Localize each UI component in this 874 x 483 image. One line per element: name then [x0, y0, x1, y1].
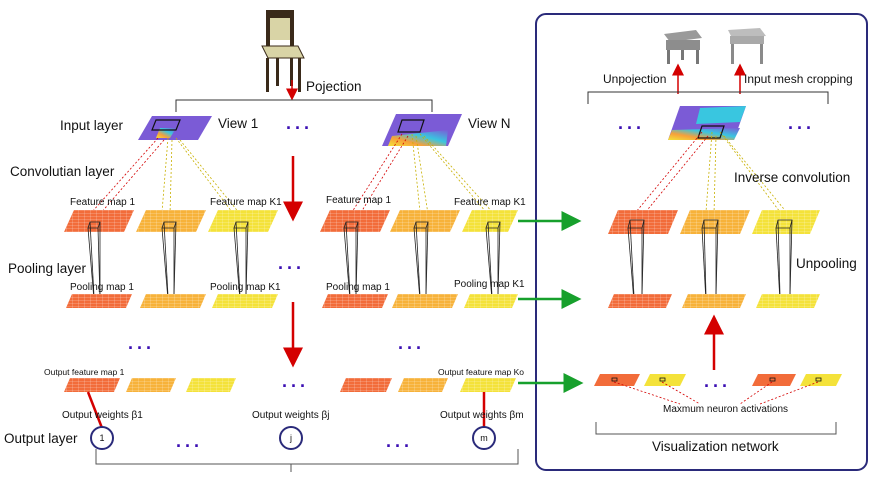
output-node-1-label: 1: [99, 433, 105, 443]
output-bracket: [95, 449, 519, 465]
conv-layer-label: Convolutian layer: [10, 164, 115, 179]
reconstructed-input-map: [668, 106, 746, 140]
pooling-ellipsis: ...: [278, 253, 306, 273]
view-n-label: View N: [468, 116, 511, 131]
nodes-ellipsis-right: ...: [386, 431, 414, 451]
pooling-map-k1-label-a: Pooling map K1: [210, 282, 281, 293]
pooling-map-1-label-b: Pooling map 1: [326, 282, 390, 293]
unpooling-tubes: [627, 219, 793, 303]
feature-maps-row: [64, 210, 518, 232]
pooling-maps-row: [66, 294, 518, 308]
output-layer-label: Output layer: [4, 431, 78, 446]
inverse-views-ellipsis-left: ...: [618, 113, 646, 133]
visualization-network-label: Visualization network: [652, 439, 779, 454]
unprojected-model-image: [664, 30, 702, 64]
output-node-1: [90, 426, 114, 450]
layers-ellipsis-left: ...: [128, 333, 156, 353]
output-feature-maps-row: [64, 378, 516, 392]
inverse-feature-maps-row: [608, 210, 820, 234]
pooling-map-1-label-a: Pooling map 1: [70, 282, 134, 293]
input-mesh-cropping-label: Input mesh cropping: [744, 72, 853, 86]
activation-maps-ellipsis: ...: [704, 371, 732, 391]
output-weights-j-label: Output weights βj: [252, 410, 330, 421]
output-weights-1-label: Output weights β1: [62, 410, 143, 421]
feature-map-k1-label-a: Feature map K1: [210, 197, 282, 208]
inverse-views-ellipsis-right: ...: [788, 113, 816, 133]
unpooling-label: Unpooling: [796, 256, 857, 271]
output-node-j-label: j: [290, 433, 292, 443]
max-activations-label: Maxmum neuron activations: [663, 404, 789, 415]
conv-connectors-right: [351, 133, 495, 215]
visualization-bracket: [595, 422, 837, 435]
output-node-m: [472, 426, 496, 450]
visualization-panel-frame: [535, 13, 868, 471]
feature-map-k1-label-b: Feature map K1: [454, 197, 526, 208]
views-ellipsis: ...: [286, 113, 314, 133]
output-feature-map-1-label: Output feature map 1: [44, 367, 125, 377]
unprojection-label: Unpojection: [603, 72, 667, 86]
inverse-convolution-label: Inverse convolution: [734, 170, 851, 185]
output-node-m-label: m: [480, 433, 488, 443]
feature-map-1-label-a: Feature map 1: [70, 197, 136, 208]
pooling-tubes-right: [343, 221, 501, 301]
input-map-view-n: [382, 114, 462, 146]
projection-label: Pojection: [306, 79, 362, 94]
nodes-ellipsis-left: ...: [176, 431, 204, 451]
output-node-j: [279, 426, 303, 450]
input-map-view-1: [138, 116, 212, 140]
output-maps-ellipsis: ...: [282, 371, 310, 391]
max-activation-connectors: [613, 381, 819, 405]
pooling-map-k1-label-b: Pooling map K1: [454, 279, 525, 290]
conv-connectors-left: [91, 137, 241, 215]
view-1-label: View 1: [218, 116, 259, 131]
inverse-conv-connectors: [635, 131, 789, 215]
layers-ellipsis-right: ...: [398, 333, 426, 353]
output-weight-line-1: [86, 391, 104, 429]
pooling-tubes-left: [87, 221, 249, 301]
output-feature-map-ko-label: Output feature map Ko: [438, 367, 524, 377]
unprojection-bracket: [587, 91, 829, 104]
output-weights-m-label: Output weights βm: [440, 410, 524, 421]
input-layer-label: Input layer: [60, 118, 124, 133]
max-activation-maps-row: [594, 374, 842, 386]
chair-model-image: [261, 10, 305, 92]
unpooling-maps-row: [608, 294, 820, 308]
projection-bracket: [175, 99, 433, 112]
feature-map-1-label-b: Feature map 1: [326, 195, 392, 206]
cropped-mesh-image: [728, 28, 766, 64]
pooling-layer-label: Pooling layer: [8, 261, 87, 276]
